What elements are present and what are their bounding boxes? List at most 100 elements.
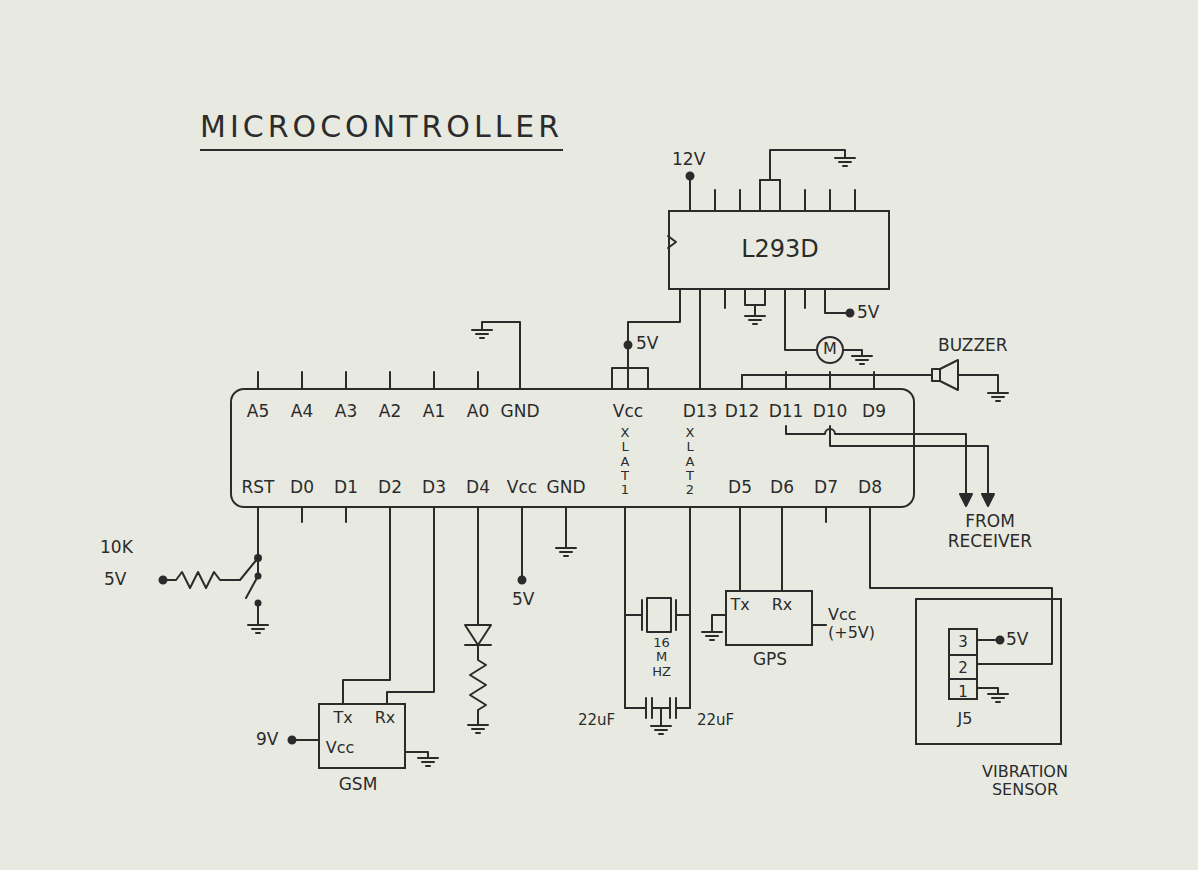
led-symbol	[465, 625, 491, 645]
capacitor-symbol	[625, 698, 690, 726]
pin-label: XLAT1	[619, 426, 632, 497]
pin-number: 2	[950, 654, 976, 678]
supply-wire	[521, 508, 523, 578]
pin-label: D6	[770, 478, 794, 498]
voltage-label: 9V	[256, 730, 278, 750]
led-wire	[477, 508, 479, 625]
gps-module: TxRxGPS	[725, 590, 813, 646]
voltage-label: 5V	[512, 590, 534, 610]
pin-number: 1	[950, 678, 976, 702]
pin-label: XLAT2	[684, 426, 697, 497]
ground-wire	[565, 508, 567, 548]
ground-symbol	[702, 632, 722, 640]
signal-wire	[739, 508, 741, 590]
pin-label: D13	[683, 402, 718, 422]
pin-label: RST	[242, 478, 275, 498]
switch-contact	[256, 574, 261, 579]
microcontroller-chip: A5A4A3A2A1A0GNDVccD13D12D11D10D9RSTD0D1D…	[230, 388, 915, 508]
ground-symbol	[988, 694, 1008, 702]
switch-contact	[256, 601, 261, 606]
buzzer-wire	[742, 374, 932, 376]
sheet-title: MICROCONTROLLER	[200, 110, 563, 151]
ground-wire	[958, 375, 998, 393]
pin-label: D0	[290, 478, 314, 498]
reset-wire	[257, 508, 259, 558]
pin-label: D3	[422, 478, 446, 498]
crystal-symbol	[647, 598, 671, 632]
ground-symbol	[556, 548, 576, 556]
ic-pins	[690, 176, 855, 210]
ic-pins	[725, 290, 850, 316]
motor-symbol: M	[816, 336, 844, 364]
pin-label: A0	[467, 402, 489, 422]
pin-label: Vcc	[613, 402, 643, 422]
buzzer-symbol	[932, 369, 940, 381]
value-label: 22uF	[578, 712, 615, 729]
pin-label: A4	[291, 402, 313, 422]
pin-label: D1	[334, 478, 358, 498]
pin-label: D4	[466, 478, 490, 498]
supply-dot	[289, 737, 296, 744]
supply-dot	[160, 577, 167, 584]
supply-wire	[813, 624, 826, 626]
ground-symbol	[988, 393, 1008, 401]
sensor-name: VIBRATION SENSOR	[965, 763, 1085, 800]
ground-symbol	[852, 356, 872, 364]
supply-dot	[997, 637, 1004, 644]
ic-label: L293D	[741, 236, 819, 264]
voltage-label: 5V	[857, 303, 879, 323]
pin-label: Rx	[772, 596, 793, 614]
arrow-head	[982, 494, 994, 506]
pin-label: GND	[547, 478, 586, 498]
resistor-symbol	[470, 645, 486, 725]
pin-label: Rx	[375, 709, 396, 727]
ground-symbol	[248, 625, 268, 633]
supply-label: Vcc (+5V)	[828, 606, 886, 643]
pin-label: A2	[379, 402, 401, 422]
ground-symbol	[745, 316, 765, 324]
ground-wire	[712, 615, 725, 632]
pin-label: D5	[728, 478, 752, 498]
pin-label: D2	[378, 478, 402, 498]
ground-symbol	[418, 758, 438, 766]
switch-symbol	[246, 558, 258, 625]
driver-ic: L293D	[668, 210, 890, 290]
receiver-wire	[830, 426, 988, 496]
pin-label: A1	[423, 402, 445, 422]
gsm-module: TxRxVccGSM	[318, 703, 406, 769]
frequency-label: 16 MHZ	[652, 636, 671, 679]
value-label: 10K	[100, 538, 133, 558]
pin-label: D9	[862, 402, 886, 422]
voltage-label: 5V	[104, 570, 126, 590]
signal-wire	[628, 290, 680, 388]
pin-label: Tx	[333, 709, 352, 727]
resistor-symbol	[163, 558, 258, 588]
supply-wire	[978, 639, 997, 641]
pin-stubs	[258, 508, 870, 522]
pin-label: D10	[813, 402, 848, 422]
sensor-board: J5VIBRATION SENSOR321	[915, 598, 1062, 745]
part-label: BUZZER	[938, 336, 1008, 356]
signal-wire	[387, 508, 434, 703]
pin-label: Tx	[730, 596, 749, 614]
pin-number: 3	[950, 630, 976, 654]
ground-symbol	[835, 158, 855, 166]
voltage-label: 5V	[636, 334, 658, 354]
connector-name: J5	[958, 710, 973, 728]
pin-label: Vcc	[507, 478, 537, 498]
ground-symbol	[651, 726, 671, 734]
signal-wire	[781, 508, 783, 590]
supply-dot	[847, 310, 854, 317]
ground-symbol	[468, 725, 488, 733]
motor-label: M	[823, 340, 837, 358]
pin-label: GND	[501, 402, 540, 422]
vcc-bracket	[612, 368, 648, 388]
signal-label: FROM RECEIVER	[925, 512, 1055, 551]
value-label: 22uF	[697, 712, 734, 729]
pin-label: A5	[247, 402, 269, 422]
pin-header: 321	[948, 628, 978, 700]
pin-label: A3	[335, 402, 357, 422]
signal-wire	[343, 508, 390, 703]
